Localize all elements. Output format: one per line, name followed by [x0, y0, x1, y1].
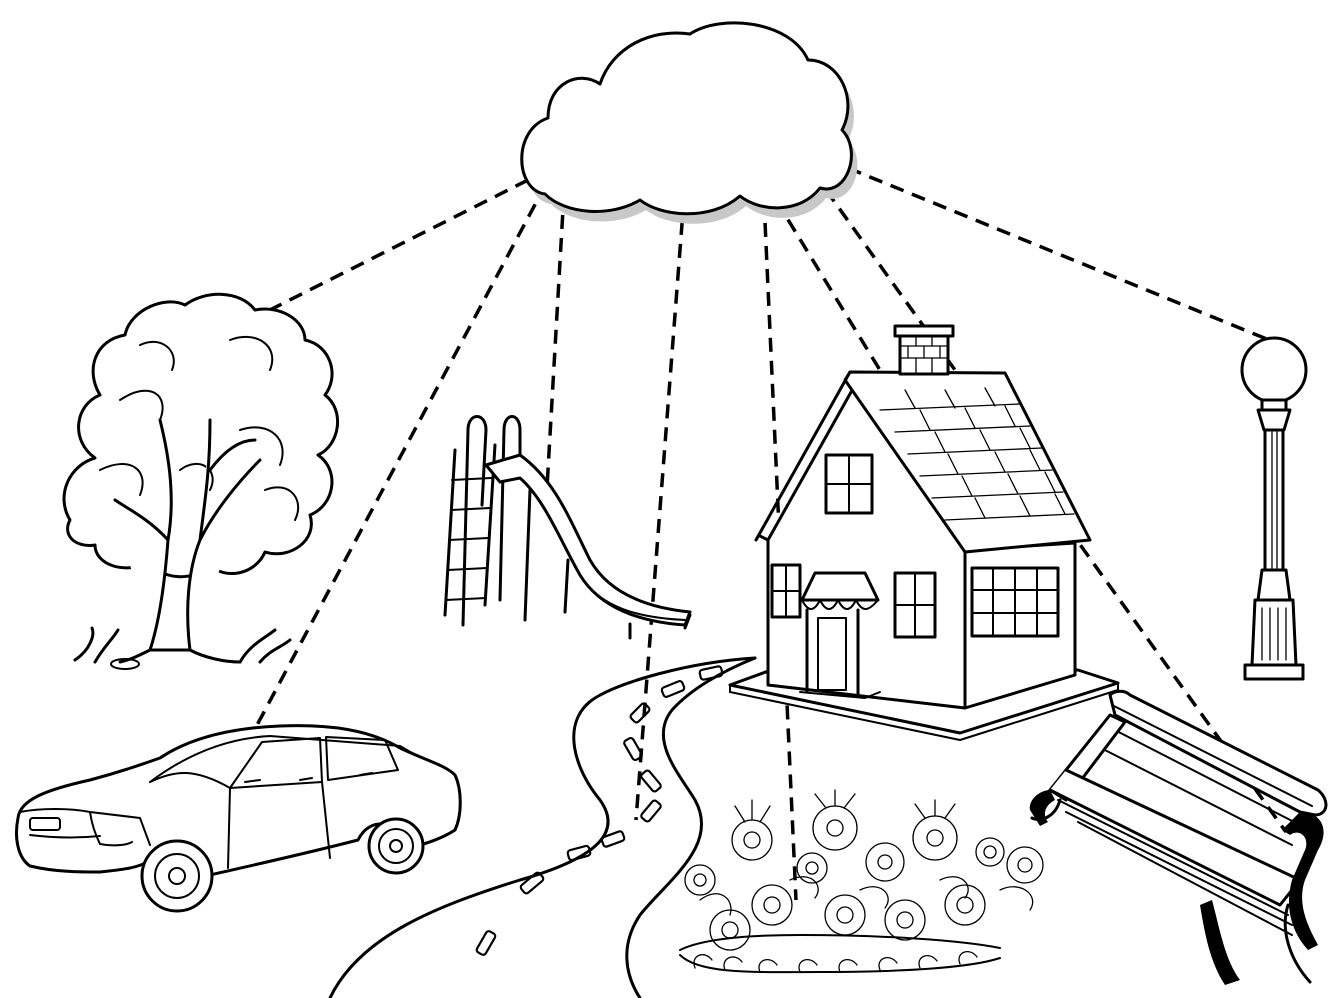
car-wheel-front — [142, 841, 212, 911]
car-icon — [17, 726, 461, 911]
chimney — [895, 326, 953, 374]
line-to-road — [636, 198, 684, 820]
flowers-icon — [680, 790, 1043, 972]
slide-icon — [445, 417, 690, 639]
line-to-slide — [546, 192, 564, 505]
house-icon — [730, 326, 1118, 740]
line-to-lamp — [848, 168, 1274, 342]
road-center-dashes — [476, 666, 723, 956]
bench-icon — [1030, 691, 1326, 985]
lamp-post-icon — [1242, 338, 1306, 679]
tree-icon — [64, 294, 338, 669]
flower-blooms — [685, 790, 1043, 950]
car-wheel-rear — [369, 819, 423, 873]
line-to-house — [776, 200, 886, 380]
cloud-icon — [522, 23, 858, 224]
line-to-tree — [246, 180, 528, 322]
